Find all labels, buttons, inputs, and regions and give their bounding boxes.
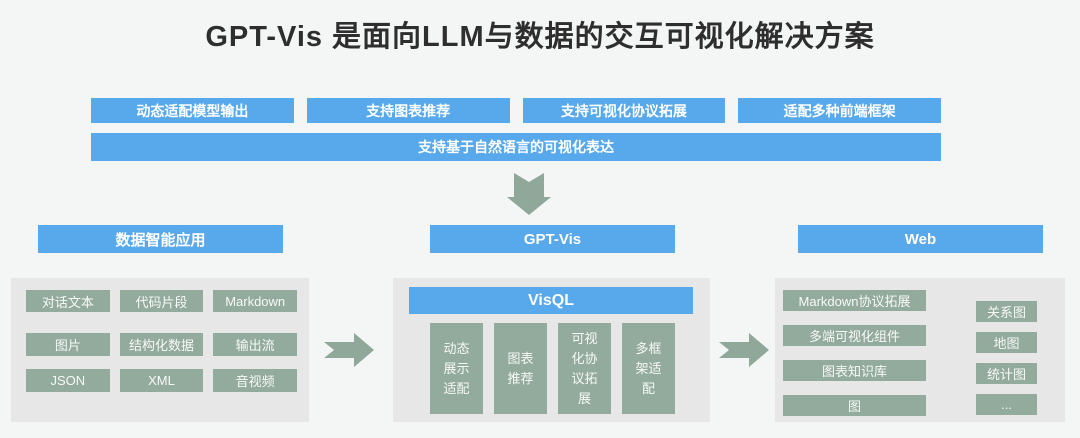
item-xml: XML (119, 369, 204, 392)
panel-web: Markdown协议拓展 多端可视化组件 图表知识库 图 关系图 地图 统计图 … (775, 278, 1065, 422)
feature-dynamic-model-output: 动态适配模型输出 (91, 98, 294, 123)
item-chart-knowledge-base: 图表知识库 (783, 360, 926, 381)
feature-visual-protocol-extension: 支持可视化协议拓展 (522, 98, 726, 123)
panel-gpt-vis: VisQL 动态展示适配 图表推荐 可视化协议拓展 多框架适配 (393, 278, 710, 422)
diagram-title: GPT-Vis 是面向LLM与数据的交互可视化解决方案 (205, 21, 875, 53)
item-audio-video: 音视频 (213, 369, 298, 392)
panel-right-right-column: 关系图 地图 统计图 ... (976, 301, 1037, 415)
item-chart-recommendation: 图表推荐 (494, 323, 547, 414)
item-code-snippet: 代码片段 (119, 290, 204, 312)
feature-frontend-frameworks: 适配多种前端框架 (738, 98, 941, 123)
item-structured-data: 结构化数据 (119, 333, 204, 356)
panel-right-left-column: Markdown协议拓展 多端可视化组件 图表知识库 图 (783, 290, 926, 416)
item-dynamic-display-adaptation: 动态展示适配 (430, 323, 483, 414)
visql-bar: VisQL (409, 287, 693, 314)
item-markdown-protocol-extension: Markdown协议拓展 (783, 290, 926, 311)
feature-row: 动态适配模型输出 支持图表推荐 支持可视化协议拓展 适配多种前端框架 (91, 98, 941, 123)
header-data-intelligence-apps: 数据智能应用 (38, 225, 283, 253)
item-markdown: Markdown (213, 290, 298, 312)
item-image: 图片 (26, 333, 110, 356)
header-web: Web (798, 225, 1043, 253)
item-multi-端-visualization-components: 多端可视化组件 (783, 325, 926, 346)
item-dialog-text: 对话文本 (26, 290, 110, 312)
item-statistical-chart: 统计图 (976, 363, 1037, 384)
panel-left-row-2: 图片 结构化数据 输出流 (26, 333, 298, 356)
panel-middle-capability-row: 动态展示适配 图表推荐 可视化协议拓展 多框架适配 (430, 323, 675, 414)
item-ellipsis: ... (976, 394, 1037, 415)
item-relation-graph: 关系图 (976, 301, 1037, 322)
panel-left-row-1: 对话文本 代码片段 Markdown (26, 290, 298, 312)
right-arrow-icon (719, 333, 769, 367)
right-arrow-icon (324, 333, 374, 367)
item-graph: 图 (783, 395, 926, 416)
panel-data-intelligence-apps: 对话文本 代码片段 Markdown 图片 结构化数据 输出流 JSON XML… (11, 278, 309, 422)
header-gpt-vis: GPT-Vis (430, 225, 675, 253)
feature-natural-language-visualization: 支持基于自然语言的可视化表达 (91, 133, 941, 161)
item-visual-protocol-extension: 可视化协议拓展 (558, 323, 611, 414)
down-arrow-icon (507, 173, 551, 215)
feature-chart-recommendation: 支持图表推荐 (306, 98, 510, 123)
item-json: JSON (26, 369, 110, 392)
item-map: 地图 (976, 332, 1037, 353)
item-output-stream: 输出流 (213, 333, 298, 356)
panel-left-row-3: JSON XML 音视频 (26, 369, 298, 392)
item-multi-framework-adaptation: 多框架适配 (622, 323, 675, 414)
